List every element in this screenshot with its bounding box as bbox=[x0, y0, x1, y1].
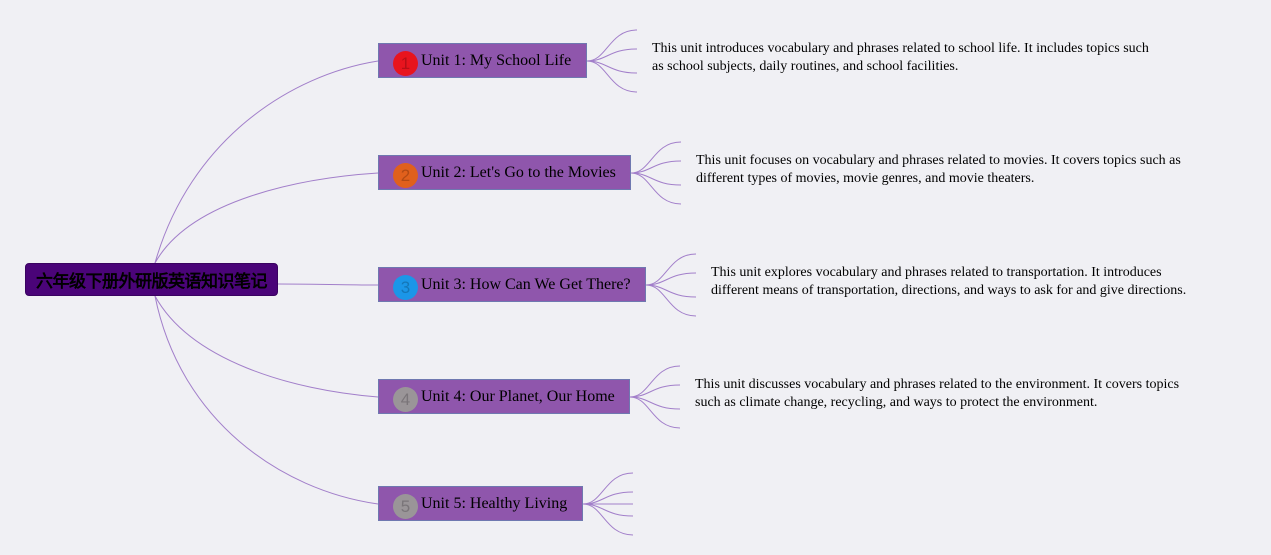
branch-unit-1-2 bbox=[586, 48, 638, 62]
branch-unit-2-2 bbox=[630, 160, 682, 174]
unit-node-2[interactable]: 2 Unit 2: Let's Go to the Movies bbox=[378, 155, 631, 190]
branch-unit-4-2 bbox=[629, 384, 681, 398]
branch-unit-2-1 bbox=[630, 141, 682, 174]
unit-description: This unit introduces vocabulary and phra… bbox=[652, 41, 1149, 74]
branch-unit-1-1 bbox=[586, 29, 638, 62]
link-root-unit-4 bbox=[154, 295, 379, 398]
badge-3: 3 bbox=[393, 275, 418, 300]
unit-title: Unit 4: Our Planet, Our Home bbox=[421, 387, 615, 405]
unit-node-1[interactable]: 1 Unit 1: My School Life bbox=[378, 43, 587, 78]
unit-title: Unit 1: My School Life bbox=[421, 51, 572, 69]
branch-unit-1-4 bbox=[586, 60, 638, 93]
root-node[interactable]: 六年级下册外研版英语知识笔记 bbox=[25, 263, 278, 296]
unit-description: This unit focuses on vocabulary and phra… bbox=[696, 153, 1181, 186]
branch-unit-3-2 bbox=[645, 272, 697, 286]
branch-unit-4-1 bbox=[629, 365, 681, 398]
unit-node-3[interactable]: 3 Unit 3: How Can We Get There? bbox=[378, 267, 646, 302]
branch-unit-2-4 bbox=[630, 172, 682, 205]
unit-description: This unit discusses vocabulary and phras… bbox=[695, 377, 1180, 410]
branch-unit-3-4 bbox=[645, 284, 697, 317]
link-root-unit-1 bbox=[154, 60, 379, 264]
unit-title: Unit 2: Let's Go to the Movies bbox=[421, 163, 616, 181]
branch-unit-5-1 bbox=[582, 472, 634, 505]
unit-title: Unit 5: Healthy Living bbox=[421, 494, 568, 512]
root-title: 六年级下册外研版英语知识笔记 bbox=[36, 272, 268, 292]
unit-title: Unit 3: How Can We Get There? bbox=[421, 275, 631, 293]
badge-2: 2 bbox=[393, 163, 418, 188]
badge-5: 5 bbox=[393, 494, 418, 519]
badge-4: 4 bbox=[393, 387, 418, 412]
link-root-unit-2 bbox=[154, 172, 379, 264]
link-root-unit-3 bbox=[277, 283, 379, 286]
unit-description: This unit explores vocabulary and phrase… bbox=[711, 265, 1187, 298]
branch-unit-5-4 bbox=[582, 503, 634, 536]
badge-1: 1 bbox=[393, 51, 418, 76]
branch-unit-3-1 bbox=[645, 253, 697, 286]
link-root-unit-5 bbox=[154, 295, 379, 505]
unit-node-4[interactable]: 4 Unit 4: Our Planet, Our Home bbox=[378, 379, 630, 414]
branch-unit-4-4 bbox=[629, 396, 681, 429]
unit-node-5[interactable]: 5 Unit 5: Healthy Living bbox=[378, 486, 583, 521]
